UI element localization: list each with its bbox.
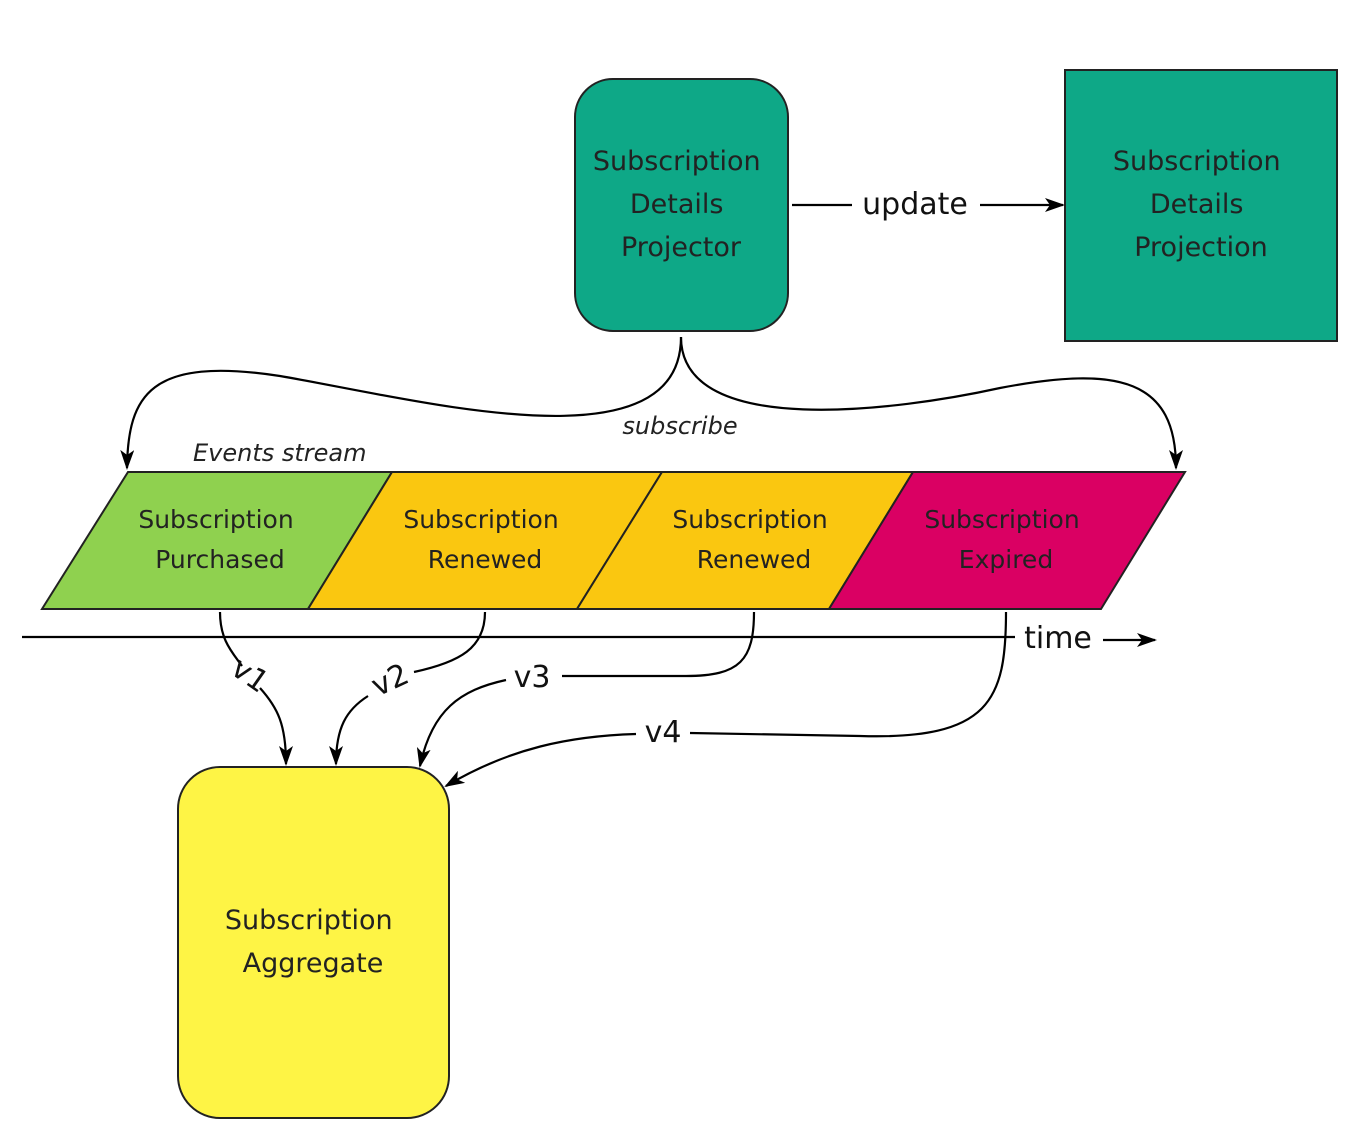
v1-arrow (259, 687, 293, 766)
projection-box (1064, 69, 1338, 342)
event-subscription-expired (827, 471, 1187, 610)
v2-arrow (329, 695, 369, 766)
projector-label: Subscription Details Projector (593, 146, 769, 263)
v4-curve-top (689, 611, 1008, 738)
v4-label: v4 (645, 715, 682, 750)
projection-label: Subscription Details Projection (1113, 146, 1289, 263)
aggregate-label: Subscription Aggregate (225, 905, 401, 979)
projector-node: Subscription Details Projector (574, 78, 789, 332)
event-purchased-label: Subscription Purchased (138, 505, 301, 574)
v3-curve-top (562, 611, 756, 678)
event-renewed-2-label: Subscription Renewed (672, 505, 835, 574)
event-renewed-1-label: Subscription Renewed (403, 505, 566, 574)
time-axis: time (22, 621, 1157, 656)
v2-label: v2 (366, 657, 414, 704)
subscribe-edge-label: subscribe (622, 412, 737, 440)
v1-label: v1 (225, 651, 275, 701)
subscribe-curve-left (120, 336, 683, 470)
update-edge: update (792, 187, 1065, 222)
v2-curve-top (413, 611, 487, 674)
v3-arrow (416, 678, 507, 768)
events-stream-label: Events stream (193, 439, 367, 467)
subscribe-edge: subscribe (120, 336, 1183, 470)
projector-box (574, 78, 789, 332)
events-stream: Subscription Purchased Subscription Rene… (40, 471, 1187, 610)
subscribe-curve-right (679, 336, 1183, 470)
v3-label: v3 (514, 660, 551, 695)
update-edge-label: update (862, 187, 968, 222)
time-axis-label: time (1024, 621, 1092, 656)
projection-node: Subscription Details Projection (1064, 69, 1338, 342)
aggregate-box (177, 766, 450, 1119)
aggregate-node: Subscription Aggregate (177, 766, 450, 1119)
event-expired-label: Subscription Expired (924, 505, 1087, 574)
v4-arrow (444, 732, 637, 788)
v1-curve-top (218, 611, 243, 667)
